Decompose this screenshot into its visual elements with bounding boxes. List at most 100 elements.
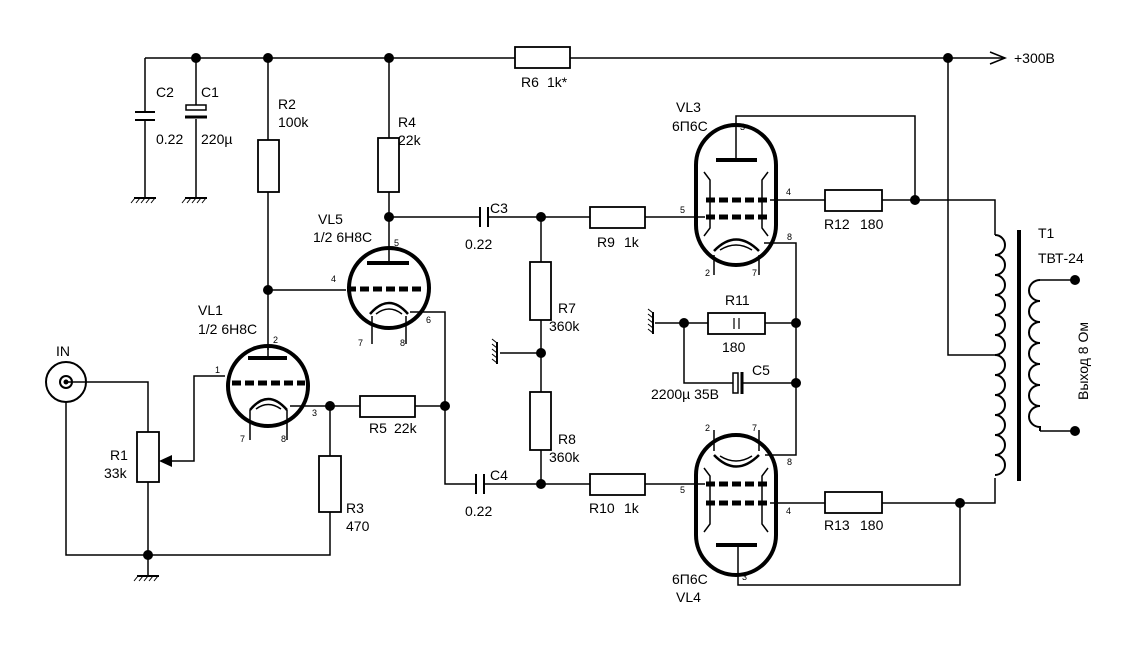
resistor-r11 (707, 312, 766, 335)
t1-output-label: Выход 8 Ом (1075, 322, 1091, 400)
resistor-r7 (529, 261, 552, 321)
resistor-r8 (529, 391, 552, 451)
capacitor-c1 (185, 104, 207, 119)
supply-label: +300В (1014, 50, 1055, 66)
capacitor-c5 (732, 372, 744, 394)
r4-name: R4 (398, 114, 416, 130)
svg-text:7: 7 (752, 268, 757, 278)
tube-vl3 (694, 123, 778, 275)
c1-name: C1 (201, 84, 219, 100)
vl1-type: 1/2 6Н8С (198, 321, 257, 337)
r2-name: R2 (278, 96, 296, 112)
svg-text:5: 5 (680, 485, 685, 495)
output-transformer-t1 (994, 230, 1041, 481)
r9-name: R9 (597, 234, 615, 250)
c2-value: 0.22 (156, 131, 183, 147)
resistor-r2 (257, 139, 280, 193)
svg-text:4: 4 (331, 274, 336, 284)
resistor-r3 (318, 455, 342, 513)
svg-text:4: 4 (786, 506, 791, 516)
svg-text:8: 8 (281, 434, 286, 444)
c5-name: C5 (752, 362, 770, 378)
wires (65, 51, 1075, 586)
svg-text:7: 7 (240, 434, 245, 444)
r12-name: R12 (824, 216, 850, 232)
svg-text:2: 2 (273, 335, 278, 345)
vl5-name: VL5 (318, 211, 343, 227)
resistor-r13 (824, 491, 883, 514)
resistor-r1 (136, 431, 160, 483)
r2-value: 100k (278, 114, 309, 130)
r12-value: 180 (860, 216, 884, 232)
svg-text:3: 3 (742, 572, 747, 582)
c4-name: C4 (490, 467, 508, 483)
svg-text:7: 7 (358, 338, 363, 348)
svg-text:5: 5 (394, 238, 399, 248)
tube-vl5 (347, 246, 431, 344)
resistor-r10 (589, 473, 646, 496)
r10-value: 1k (624, 500, 640, 516)
svg-text:6: 6 (426, 315, 431, 325)
r6-name: R6 (521, 74, 539, 90)
input-jack (45, 361, 87, 403)
input-label: IN (56, 343, 70, 359)
resistor-r5 (359, 395, 416, 418)
tube-vl4 (694, 430, 778, 577)
resistor-r4 (377, 137, 400, 193)
pin-numbers: 1 2 3 7 8 4 5 6 7 8 3 4 5 8 2 7 2 7 8 5 … (215, 122, 792, 582)
t1-name: T1 (1038, 225, 1055, 241)
resistor-r12 (824, 189, 883, 212)
c3-name: C3 (490, 200, 508, 216)
r8-name: R8 (558, 431, 576, 447)
svg-text:7: 7 (752, 423, 757, 433)
r7-value: 360k (549, 318, 580, 334)
r5-value: 22k (394, 420, 418, 436)
resistor-r6 (514, 46, 571, 69)
svg-text:5: 5 (680, 205, 685, 215)
svg-text:2: 2 (705, 268, 710, 278)
capacitor-c4 (475, 474, 485, 494)
r1-value: 33k (104, 465, 128, 481)
c3-value: 0.22 (465, 236, 492, 252)
r6-value: 1k* (547, 74, 568, 90)
c4-value: 0.22 (465, 503, 492, 519)
r13-name: R13 (824, 517, 850, 533)
svg-text:8: 8 (787, 232, 792, 242)
svg-text:3: 3 (312, 408, 317, 418)
capacitor-c3 (479, 207, 489, 227)
r5-name: R5 (369, 420, 387, 436)
r9-value: 1k (624, 234, 640, 250)
vl5-type: 1/2 6Н8С (313, 229, 372, 245)
r11-name: R11 (725, 292, 750, 308)
vl3-name: VL3 (676, 99, 701, 115)
ground-symbols (130, 197, 654, 582)
labels: +300В IN C2 0.22 C1 220µ C3 0.22 C4 0.22… (56, 50, 1091, 605)
svg-text:2: 2 (705, 423, 710, 433)
vl4-name: VL4 (676, 589, 701, 605)
junction-dots (143, 53, 1080, 560)
svg-text:1: 1 (215, 365, 220, 375)
svg-text:4: 4 (786, 187, 791, 197)
c1-value: 220µ (201, 131, 232, 147)
resistors (136, 46, 883, 514)
vl1-name: VL1 (198, 302, 223, 318)
c2-name: C2 (156, 84, 174, 100)
r11-value: 180 (722, 339, 746, 355)
vl3-type: 6П6С (672, 118, 708, 134)
vl4-type: 6П6С (672, 571, 708, 587)
svg-text:8: 8 (787, 457, 792, 467)
r1-name: R1 (110, 447, 128, 463)
r8-value: 360k (549, 449, 580, 465)
r10-name: R10 (589, 500, 615, 516)
svg-text:8: 8 (400, 338, 405, 348)
svg-text:3: 3 (740, 122, 745, 132)
r4-value: 22k (398, 132, 422, 148)
capacitor-c2 (135, 111, 155, 121)
r3-value: 470 (346, 518, 370, 534)
r3-name: R3 (346, 500, 364, 516)
t1-type: ТВТ-24 (1038, 250, 1084, 266)
r13-value: 180 (860, 517, 884, 533)
resistor-r9 (589, 206, 646, 229)
tube-vl1 (226, 344, 312, 440)
